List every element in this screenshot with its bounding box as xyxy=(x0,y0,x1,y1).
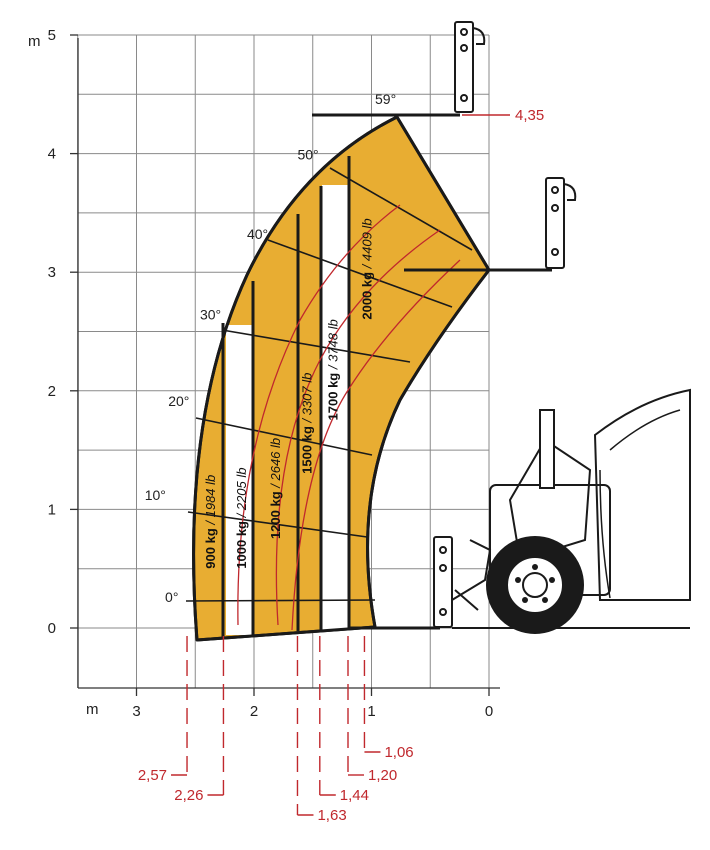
reach-marker-label: 1,63 xyxy=(317,807,346,824)
fork-pin-top-3 xyxy=(460,94,468,102)
max-height-label: 4,35 xyxy=(515,107,544,124)
y-tick-label: 1 xyxy=(48,501,56,518)
fork-hook-top xyxy=(472,27,486,45)
y-tick-label: 2 xyxy=(48,383,56,400)
y-tick-labels: 5 4 3 2 1 0 xyxy=(48,27,78,637)
wheel-bolt-1 xyxy=(532,564,538,570)
max-height-marker: 4,35 xyxy=(462,107,544,124)
x-tick-label: 3 xyxy=(132,703,140,720)
load-zone-label: 2000 kg / 4409 lb xyxy=(360,218,375,319)
fork-pin-top-1 xyxy=(460,28,468,36)
x-tick-label: 2 xyxy=(250,703,258,720)
load-zone-label: 900 kg / 1984 lb xyxy=(203,475,218,569)
wheel-bolt-2 xyxy=(549,577,555,583)
machine-wheel-hub xyxy=(522,572,548,598)
reach-marker-label: 1,06 xyxy=(384,744,413,761)
red-arc-2 xyxy=(275,229,441,626)
angle-line-40 xyxy=(267,239,453,308)
boom-angle-label: 10° xyxy=(145,487,166,503)
x-axis-unit: m xyxy=(86,701,99,718)
y-tick-label: 3 xyxy=(48,264,56,281)
reach-marker-label: 2,57 xyxy=(138,767,167,784)
load-zone-labels: 900 kg / 1984 lb 1000 kg / 2205 lb 1200 kg… xyxy=(203,218,374,568)
wheel-bolt-3 xyxy=(542,597,548,603)
x-tick-label: 0 xyxy=(485,703,493,720)
fork-hook-mid xyxy=(563,183,577,201)
angle-line-50 xyxy=(329,167,473,251)
angle-line-20 xyxy=(195,417,373,456)
telehandler-machine xyxy=(451,388,691,634)
reach-markers: 2,57 2,26 1,63 1,44 1,20 1,06 xyxy=(138,636,414,824)
fork-carriage-mid xyxy=(545,177,565,269)
machine-mast xyxy=(539,409,555,489)
load-lb: / 1984 lb xyxy=(203,475,218,529)
load-zone-label: 1700 kg / 3748 lb xyxy=(325,319,340,420)
y-axis-unit: m xyxy=(28,33,41,50)
load-kg: 1700 kg xyxy=(325,373,340,421)
load-zone-label: 1500 kg / 3307 lb xyxy=(300,373,315,474)
fork-pin-mid-1 xyxy=(551,186,559,194)
reach-marker-label: 2,26 xyxy=(174,787,203,804)
reach-marker-label: 1,20 xyxy=(368,767,397,784)
fork-pin-ground-1 xyxy=(439,546,447,554)
load-kg: 1500 kg xyxy=(300,426,315,474)
boom-angle-label: 59° xyxy=(375,91,396,107)
load-diagram xyxy=(185,115,491,642)
load-lb: / 3307 lb xyxy=(300,373,315,427)
fork-carriage-top xyxy=(454,21,474,113)
outer-outline xyxy=(192,115,491,642)
x-tick-labels: 3 2 1 0 xyxy=(132,688,493,720)
load-lb: / 3748 lb xyxy=(325,319,340,373)
wheel-bolt-5 xyxy=(515,577,521,583)
boom-angle-label: 30° xyxy=(200,307,221,323)
fork-pin-mid-3 xyxy=(551,248,559,256)
axes xyxy=(77,38,500,689)
machine-front-link xyxy=(451,539,492,611)
load-zone-label: 1000 kg / 2205 lb xyxy=(234,467,249,568)
boom-angle-label: 0° xyxy=(165,589,178,605)
y-tick-label: 5 xyxy=(48,27,56,44)
load-zone-label: 1200 kg / 2646 lb xyxy=(268,438,283,539)
load-kg: 900 kg xyxy=(203,528,218,569)
angle-line-30 xyxy=(221,329,411,363)
reach-marker-label: 1,44 xyxy=(340,787,369,804)
load-kg: 1000 kg xyxy=(234,521,249,569)
load-lb: / 4409 lb xyxy=(360,218,375,272)
fork-pin-ground-2 xyxy=(439,564,447,572)
white-strip-1 xyxy=(226,325,252,635)
boom-angle-label: 50° xyxy=(297,147,318,163)
boom-angle-label: 40° xyxy=(247,226,268,242)
fork-carriage-ground xyxy=(433,536,453,628)
angle-line-0 xyxy=(185,599,376,602)
white-strip-2 xyxy=(322,185,348,630)
fork-pin-mid-2 xyxy=(551,204,559,212)
boom-angle-label: 20° xyxy=(168,393,189,409)
load-lb: / 2205 lb xyxy=(234,467,249,521)
y-tick-label: 4 xyxy=(48,146,56,163)
fork-pin-top-2 xyxy=(460,44,468,52)
wheel-bolt-4 xyxy=(522,597,528,603)
red-arc-1 xyxy=(237,204,401,626)
load-lb: / 2646 lb xyxy=(268,438,283,492)
red-arc-3 xyxy=(291,259,461,631)
x-tick-label: 1 xyxy=(367,703,375,720)
load-kg: 2000 kg xyxy=(360,272,375,320)
forks xyxy=(312,21,577,630)
boom-angle-labels: 0° 10° 20° 30° 40° 50° 59° xyxy=(145,91,396,605)
y-tick-label: 0 xyxy=(48,620,56,637)
load-kg: 1200 kg xyxy=(268,491,283,539)
fork-pin-ground-3 xyxy=(439,608,447,616)
